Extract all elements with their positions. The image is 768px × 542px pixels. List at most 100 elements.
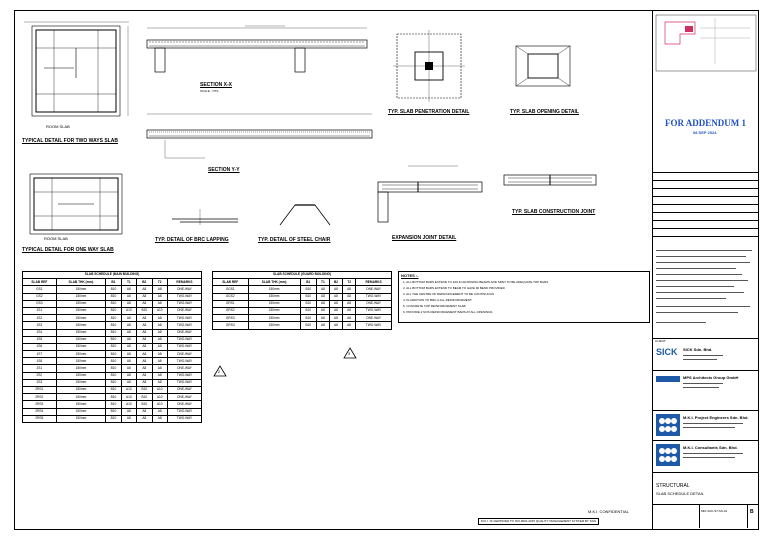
table-cell: A8 [120,328,138,337]
table-cell: A8 [151,342,168,352]
table-cell: A8 [342,314,357,323]
table-cell: 150mm [247,306,301,316]
table-cell: A8 [120,364,138,373]
col-header: SLAB REF [22,278,57,287]
table-cell: B10 [105,414,122,423]
table-cell: 150mm [55,357,107,366]
revision-mark-main: 2 [218,369,221,374]
table-cell: 150mm [55,400,107,409]
table-cell: GRS4 [212,321,249,330]
table-cell: 1S5 [22,335,57,344]
table-cell: ONE-WAY [166,306,203,316]
col-header: T1 [315,278,330,287]
table-cell: GRS3 [212,314,249,323]
table-cell: A8 [136,371,153,380]
company-mps: MPS Architects Group GmbH [683,375,739,380]
table-cell: A8 [136,378,153,388]
table-cell: B10 [136,306,153,316]
table-cell: ONE-WAY [166,393,203,402]
col-header: REMARKS [166,278,203,287]
revision-mark-guard: 3 [348,351,351,356]
table-cell: A8 [151,299,168,308]
table-cell: A8 [328,292,344,301]
table-cell: A8 [315,314,330,323]
steel-chair-title: TYP. DETAIL OF STEEL CHAIR [258,237,331,243]
table-cell: ONE-WAY [166,364,203,373]
table-cell: A8 [120,314,138,323]
table-cell: A8 [151,407,168,416]
table-cell: 2RS5 [22,414,57,423]
table-cell: B10 [105,364,122,373]
table-cell: GRS2 [212,306,249,316]
table-cell: TWO-WAY [166,342,203,352]
section-xx-title: SECTION X-X [200,82,232,88]
table-cell: B10 [136,400,153,409]
table-cell: TWO-WAY [166,378,203,388]
col-header: SLAB THK (mm) [55,278,107,287]
table-cell: 2S1 [22,364,57,373]
client-label: CLIENT [655,339,666,343]
table-cell: A8 [136,414,153,423]
table-cell: B10 [136,393,153,402]
table-cell: B10 [105,400,122,409]
table-cell: A8 [151,314,168,323]
note-item: 5. CONCRETE TOP REINFORCEMENT SLAB [403,304,466,308]
table-cell: A8 [342,306,357,316]
table-cell: A8 [136,299,153,308]
table-cell: A10 [120,400,138,409]
drawing-sheet [14,10,759,530]
table-cell: ONE-WAY [166,400,203,409]
sick-logo: SICK [656,347,678,357]
table-cell: 2RS4 [22,407,57,416]
table-cell: 150mm [247,292,301,301]
addendum-date: 08 SEP 2024 [693,130,717,135]
table-cell: 2RS1 [22,385,57,395]
table-cell: A10 [151,306,168,316]
table-cell: A8 [328,321,344,330]
table-cell: B10 [105,393,122,402]
table-cell: B10 [105,350,122,359]
table-cell: A10 [151,385,168,395]
table-cell: 150mm [55,335,107,344]
table-cell: GGS1 [212,285,249,294]
table-cell: A8 [120,285,138,294]
table-cell: A8 [120,321,138,330]
table-cell: 1S2 [22,314,57,323]
table-cell: A8 [120,378,138,388]
col-header: T1 [120,278,138,287]
table-cell: 2S2 [22,371,57,380]
title-block: FOR ADDENDUM 1 08 SEP 2024 CLIENT SICK S… [652,10,759,530]
table-cell: B10 [105,407,122,416]
col-header: REMARKS [355,278,392,287]
table-cell: B10 [299,314,317,323]
section-xx-scale: SCALE : NTS [200,89,219,93]
table-cell: A8 [120,292,138,301]
table-cell: B10 [105,328,122,337]
table-cell: A10 [120,393,138,402]
notes-box: NOTES :- 1. ALL BOTTOM BARS EXTEND TO 10… [398,271,650,323]
table-cell: B10 [105,335,122,344]
table-cell: TWO-WAY [355,306,392,316]
drawing-title-discipline: STRUCTURAL [656,483,690,489]
table-cell: B10 [105,321,122,330]
table-cell: 150mm [55,385,107,395]
table-cell: 2RS3 [22,400,57,409]
table-cell: 1S1 [22,306,57,316]
table-cell: TWO-WAY [166,292,203,301]
table-cell: 150mm [55,306,107,316]
detail-title-one-way: TYPICAL DETAIL FOR ONE WAY SLAB [22,247,114,253]
table-cell: GS3 [22,299,57,308]
company-mki-consultants: M.K.I. Consultants Sdn. Bhd. [683,445,738,450]
